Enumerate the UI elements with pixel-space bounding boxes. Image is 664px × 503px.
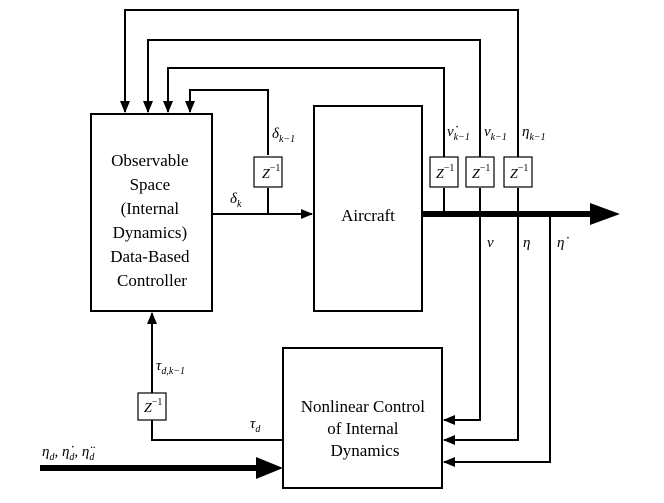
nonlinear-line-1: Nonlinear Control: [301, 397, 425, 416]
eta-label: η: [523, 235, 530, 251]
eta-feedback-wire: [120, 9, 519, 158]
delay-box-nu: Z−1: [465, 156, 495, 188]
aircraft-output-arrowhead: [590, 203, 620, 225]
nonlinear-line-2: of Internal: [327, 419, 399, 438]
delta-feedback-wire: [185, 89, 269, 155]
tau-d-k-minus-1-label: τd,k−1: [156, 358, 185, 377]
eta-dot-label: η̇: [557, 235, 569, 251]
aircraft-block: [313, 105, 423, 312]
controller-line-5: Data-Based: [110, 247, 190, 266]
svg-text:Z−1: Z−1: [472, 163, 490, 182]
nonlinear-control-label: Nonlinear Control of Internal Dynamics: [301, 397, 429, 460]
controller-line-1: Observable: [111, 151, 188, 170]
reference-input-label: ηd, η̇d, η̈d: [42, 444, 95, 463]
controller-line-6: Controller: [117, 271, 187, 290]
controller-line-3: (Internal: [121, 199, 180, 218]
nudot-k-minus-1-label: ν̇k−1: [447, 124, 470, 143]
nonlinear-control-block: [282, 347, 443, 489]
svg-text:Z−1: Z−1: [436, 163, 454, 182]
nonlinear-line-3: Dynamics: [331, 441, 400, 460]
nu-to-nonlinear-wire: [443, 214, 481, 425]
controller-line-4: Dynamics): [113, 223, 188, 242]
delay-box-eta: Z−1: [503, 156, 533, 188]
delta-k-minus-1-label: δk−1: [272, 126, 295, 145]
nu-label: ν: [487, 235, 494, 251]
nu-k-minus-1-label: νk−1: [484, 124, 507, 143]
delay-box-delta: Z−1: [253, 156, 283, 188]
controller-line-2: Space: [130, 175, 171, 194]
eta-to-nonlinear-wire: [443, 214, 519, 445]
aircraft-label: Aircraft: [341, 206, 395, 225]
tau-d-wire: [151, 420, 283, 441]
delay-box-tau: Z−1: [137, 392, 167, 421]
reference-input-arrowhead: [256, 457, 283, 479]
nudot-feedback-wire: [163, 67, 445, 158]
delta-k-label: δk: [230, 191, 242, 210]
svg-text:Z−1: Z−1: [510, 163, 528, 182]
nu-feedback-wire: [143, 39, 481, 158]
svg-text:Z−1: Z−1: [144, 397, 162, 416]
etadot-to-nonlinear-wire: [443, 214, 551, 467]
delay-box-nudot: Z−1: [429, 156, 459, 188]
controller-block: [90, 113, 213, 312]
controller-label: Observable Space (Internal Dynamics) Dat…: [110, 151, 194, 290]
eta-k-minus-1-label: ηk−1: [522, 124, 546, 143]
svg-text:Z−1: Z−1: [262, 163, 280, 182]
tau-d-label: τd: [250, 416, 261, 435]
